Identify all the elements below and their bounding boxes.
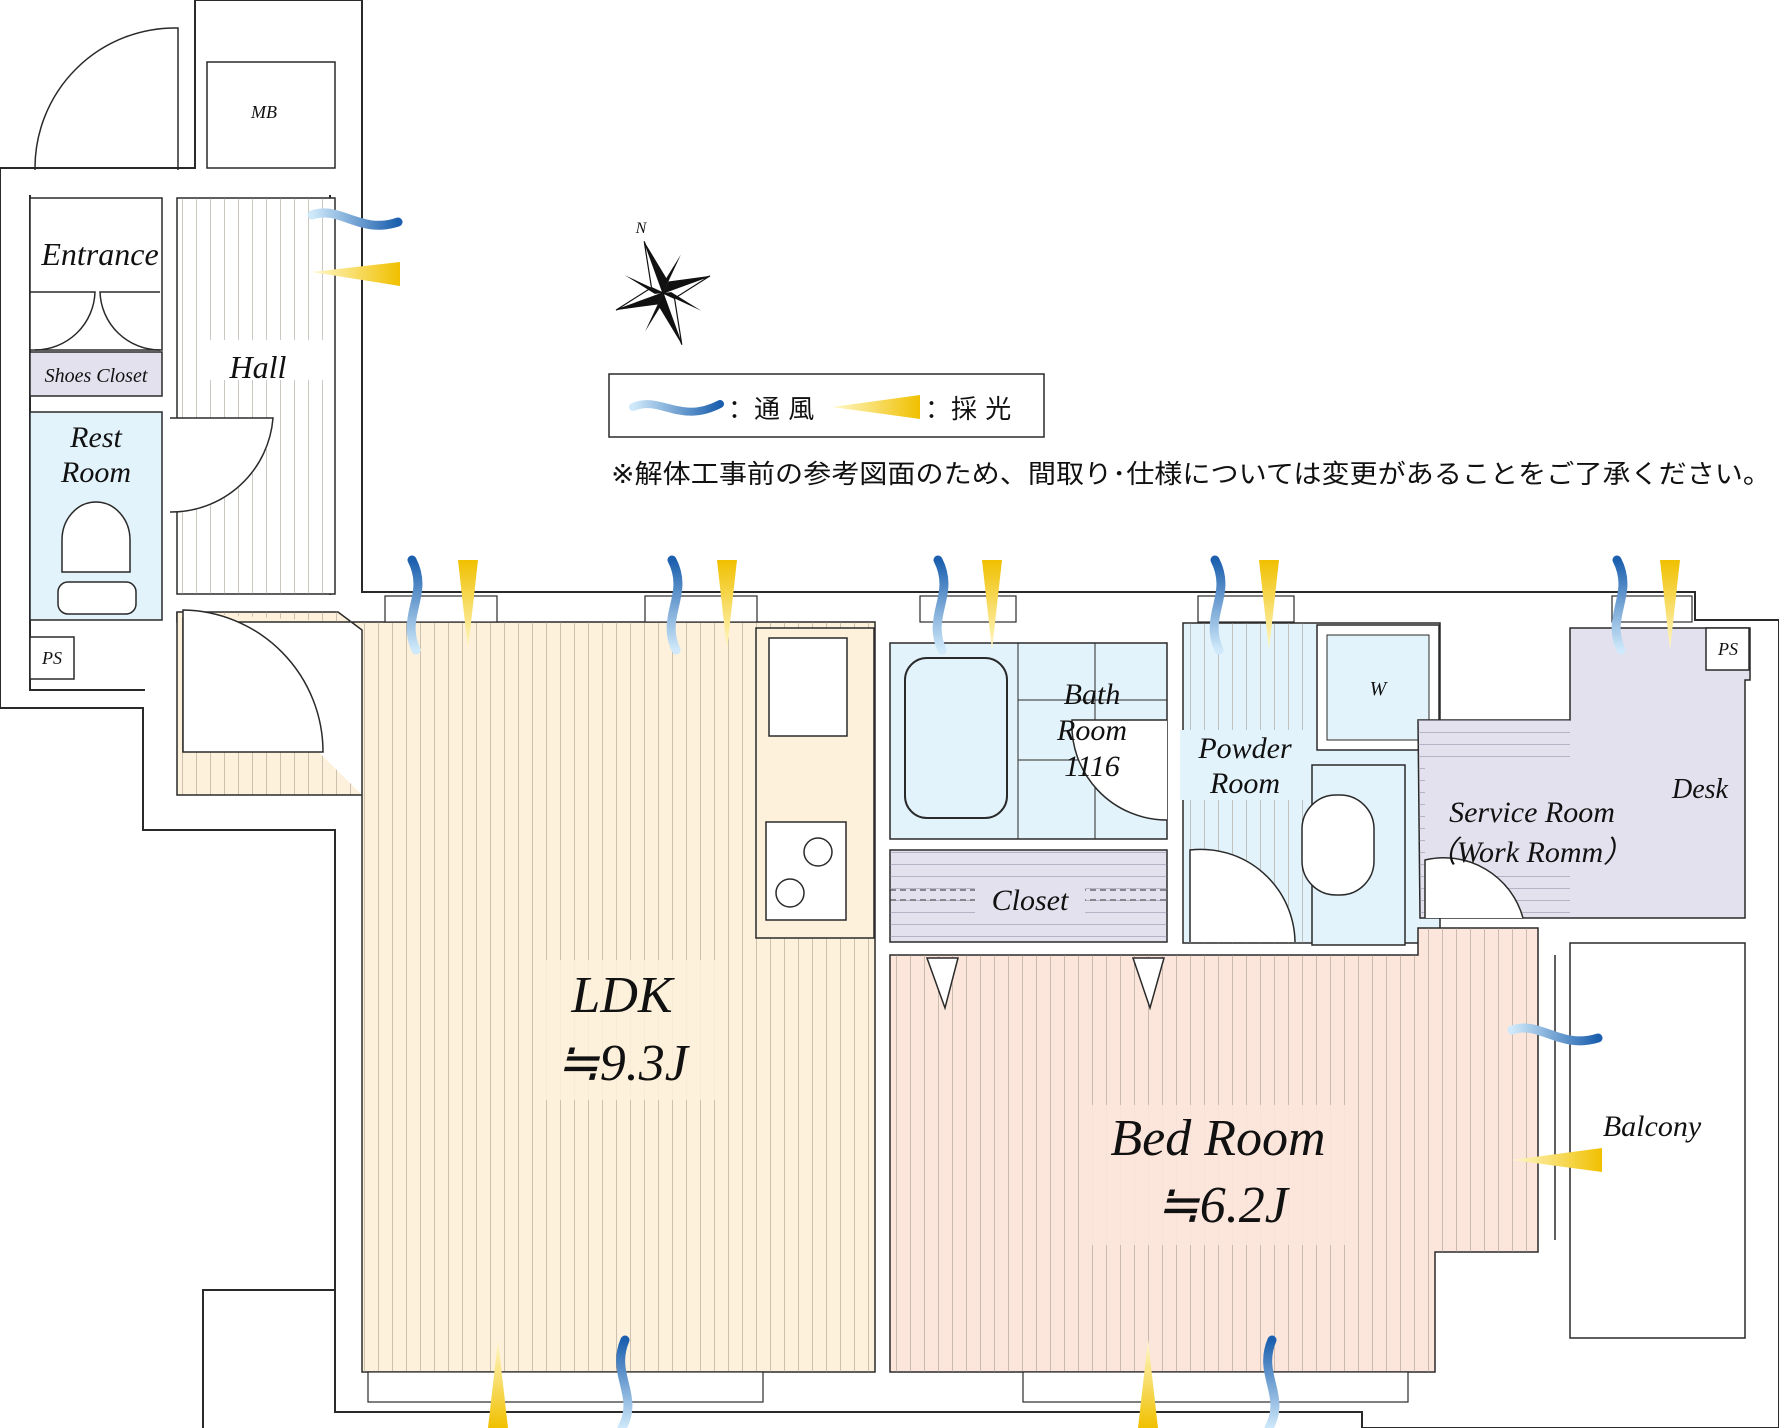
wind-arrow xyxy=(307,208,403,230)
bed-room-label: Bed Room xyxy=(1110,1110,1325,1167)
wind-arrow xyxy=(1263,1335,1280,1428)
light-wedge xyxy=(1138,1340,1158,1428)
closet-label: Closet xyxy=(992,884,1069,917)
light-wedge xyxy=(458,560,478,650)
rest-room: Rest Room xyxy=(29,411,163,621)
bathtub-icon xyxy=(904,657,1008,819)
rest-room-label-2: Room xyxy=(60,456,131,489)
ldk-label: LDK xyxy=(570,967,674,1024)
ldk-size: ≒9.3J xyxy=(556,1035,691,1092)
powder-label-1: Powder xyxy=(1197,732,1292,765)
wind-arrow xyxy=(616,1335,633,1428)
sink-icon xyxy=(768,637,848,737)
shoes-closet: Shoes Closet xyxy=(29,351,163,397)
mb-box: MB xyxy=(206,61,336,169)
ldk: LDK ≒9.3J xyxy=(176,609,876,1373)
legend-wind-label: ：通 風 xyxy=(728,395,814,425)
wind-arrow xyxy=(666,555,683,655)
light-legend-icon xyxy=(832,395,920,419)
powder-label-2: Room xyxy=(1209,767,1280,800)
wind-arrow xyxy=(1507,1023,1603,1046)
bath-label-3: 1116 xyxy=(1064,750,1120,783)
light-wedge xyxy=(982,560,1002,650)
bed-room-size: ≒6.2J xyxy=(1156,1177,1291,1234)
wind-arrow xyxy=(1611,555,1628,655)
entrance-label: Entrance xyxy=(40,236,158,272)
bath-label-1: Bath xyxy=(1064,678,1121,711)
light-wedge xyxy=(488,1340,508,1428)
legend: ：通 風 ：採 光 xyxy=(608,373,1045,438)
compass-north-label: N xyxy=(635,220,648,237)
service-label-2: （Work Romm） xyxy=(1427,836,1633,869)
light-wedge xyxy=(1512,1148,1602,1172)
bath-label-2: Room xyxy=(1056,714,1127,747)
light-wedge xyxy=(312,262,400,286)
ps-right-label: PS xyxy=(1717,639,1738,659)
legend-light-label: ：採 光 xyxy=(925,395,1011,425)
bath-room: Bath Room 1116 xyxy=(889,642,1168,840)
entrance-area: Entrance xyxy=(29,27,179,351)
disclaimer-note: ※解体工事前の参考図面のため、間取り･仕様については変更があることをご了承くださ… xyxy=(611,460,1771,490)
ps-left-label: PS xyxy=(41,648,62,668)
service-room: Service Room （Work Romm） Desk PS xyxy=(1417,627,1751,919)
light-wedges xyxy=(312,262,1680,1428)
stove-icon xyxy=(765,821,847,921)
closet: Closet xyxy=(889,849,1168,943)
light-wedge xyxy=(1259,560,1279,650)
light-wedge xyxy=(1660,560,1680,650)
powder-room: W Powder Room xyxy=(1180,622,1441,946)
light-wedge xyxy=(717,560,737,650)
wind-arrow xyxy=(1209,555,1226,655)
service-label-1: Service Room xyxy=(1449,796,1615,829)
rest-room-label-1: Rest xyxy=(69,421,122,454)
bed-room: Bed Room ≒6.2J xyxy=(889,927,1539,1373)
balcony: Balcony xyxy=(1554,942,1746,1339)
washer-label: W xyxy=(1370,678,1389,700)
shoes-closet-label: Shoes Closet xyxy=(45,365,148,387)
ps-left: PS xyxy=(29,636,75,680)
wind-legend-icon xyxy=(629,400,724,416)
wind-arrow xyxy=(406,555,423,655)
wind-arrow xyxy=(932,555,949,655)
toilet-icon xyxy=(61,501,131,573)
desk-label: Desk xyxy=(1671,774,1729,805)
wind-arrows xyxy=(307,208,1628,1428)
balcony-label: Balcony xyxy=(1603,1110,1702,1143)
hall: Hall xyxy=(169,197,336,595)
mb-label: MB xyxy=(250,102,277,122)
hall-label: Hall xyxy=(229,349,287,385)
compass-icon: N xyxy=(615,220,711,345)
